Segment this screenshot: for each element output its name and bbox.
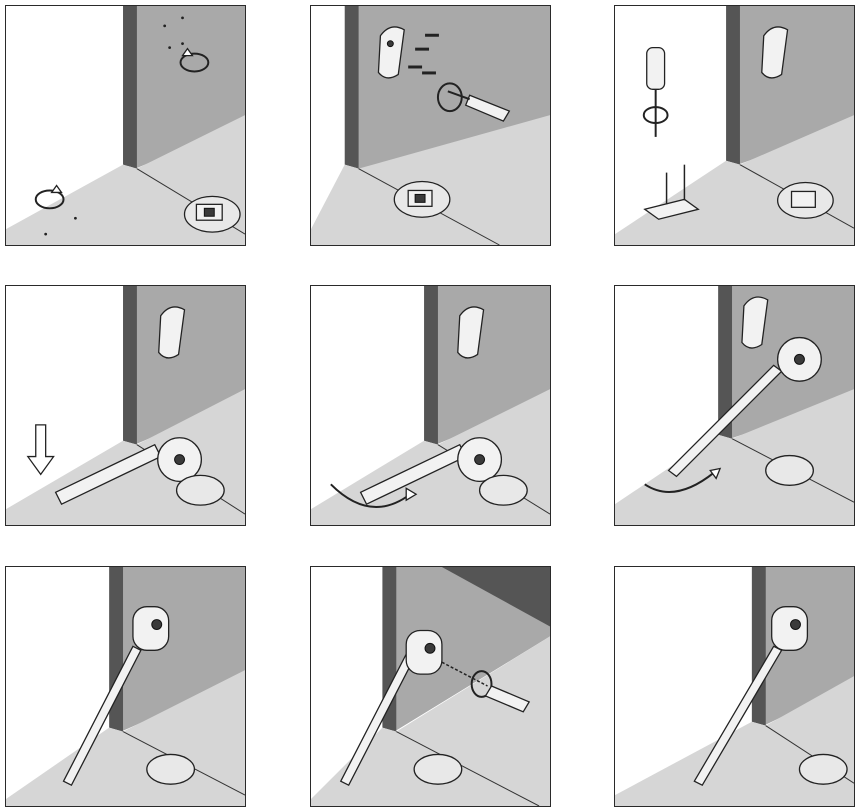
step-panel-7 bbox=[5, 566, 246, 807]
step-panel-5 bbox=[310, 285, 551, 526]
floor-plate-icon bbox=[175, 474, 225, 506]
floor-plate-icon bbox=[393, 180, 451, 218]
floor-plate-icon bbox=[183, 195, 241, 233]
illustration-insert-stay bbox=[6, 286, 245, 525]
screwdriver-icon bbox=[441, 661, 531, 713]
illustration-assembled-result bbox=[615, 567, 854, 806]
illustration-screw-bracket bbox=[311, 6, 550, 245]
screw-icon bbox=[408, 33, 439, 75]
rotation-arrow-icon bbox=[330, 483, 418, 508]
floor-plate-icon bbox=[413, 753, 463, 785]
wall-bracket-icon bbox=[741, 296, 769, 349]
floor-plate-icon bbox=[478, 474, 528, 506]
illustration-rotate-stay bbox=[311, 286, 550, 525]
stay-arm-icon bbox=[667, 336, 822, 478]
step-panel-6 bbox=[614, 285, 855, 526]
step-panel-4 bbox=[5, 285, 246, 526]
wall-bracket-icon bbox=[377, 26, 405, 79]
floor-plate-icon bbox=[146, 753, 196, 785]
small-floor-plate-icon bbox=[643, 164, 700, 220]
wall-bracket-icon bbox=[158, 306, 186, 359]
screwdriver-icon bbox=[642, 47, 669, 137]
wall-bracket-icon bbox=[761, 26, 789, 79]
drill-rotation-arrow-icon-2 bbox=[34, 184, 65, 210]
floor-plate-icon bbox=[776, 181, 834, 219]
floor-plate-icon bbox=[765, 454, 814, 486]
step-panel-9 bbox=[614, 566, 855, 807]
illustration-engage-bracket bbox=[6, 567, 245, 806]
stay-arm-icon bbox=[54, 437, 203, 506]
wall-bracket-icon bbox=[457, 306, 485, 359]
stay-arm-icon bbox=[359, 437, 503, 506]
stay-arm-icon bbox=[339, 629, 443, 787]
illustration-tighten-locking-screw bbox=[311, 567, 550, 806]
step-panel-2 bbox=[310, 5, 551, 246]
illustration-screw-floor-plate bbox=[615, 6, 854, 245]
stay-arm-icon bbox=[62, 606, 170, 787]
step-panel-8 bbox=[310, 566, 551, 807]
rotation-arrow-icon bbox=[644, 467, 722, 493]
step-panel-1 bbox=[5, 5, 246, 246]
illustration-swing-stay-up bbox=[615, 286, 854, 525]
floor-plate-icon bbox=[798, 753, 848, 785]
screwdriver-icon bbox=[436, 82, 511, 122]
down-arrow-icon bbox=[26, 424, 55, 476]
step-panel-3 bbox=[614, 5, 855, 246]
stay-arm-icon bbox=[693, 606, 809, 787]
illustration-drill-holes bbox=[6, 6, 245, 245]
drill-rotation-arrow-icon bbox=[179, 47, 210, 73]
